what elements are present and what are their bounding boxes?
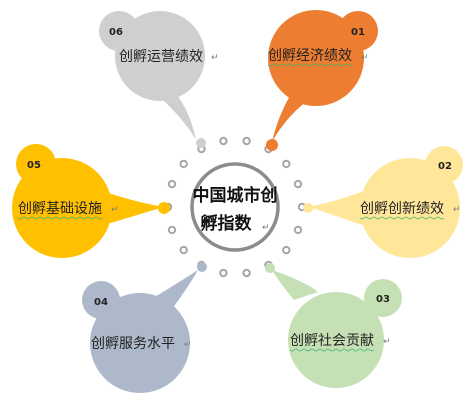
petal-infrastructure-badge xyxy=(16,144,56,184)
center-return-mark: ↵ xyxy=(262,223,270,233)
petal-economic-number: 01 xyxy=(351,27,365,38)
petal-innovation-badge xyxy=(425,146,463,184)
petal-infrastructure-spellcheck-underline xyxy=(17,216,103,220)
petal-infrastructure-tail xyxy=(100,190,164,226)
petal-service-bubble xyxy=(90,293,190,393)
petal-economic-return-mark: ↵ xyxy=(361,53,369,63)
petal-service-badge xyxy=(82,281,120,319)
petal-infrastructure-return-mark: ↵ xyxy=(111,205,119,215)
petal-social-tip-dot xyxy=(265,263,275,273)
center-circle xyxy=(190,162,280,252)
petal-social-spellcheck-underline xyxy=(289,348,375,352)
ring-dot xyxy=(242,136,251,146)
ring-dot xyxy=(219,136,228,146)
petal-operations-tip-dot xyxy=(196,138,206,148)
petal-innovation-return-mark: ↵ xyxy=(453,205,461,215)
petal-innovation-spellcheck-underline xyxy=(359,216,445,220)
petal-infrastructure: 05 创孵基础设施 ↵ xyxy=(12,144,170,258)
petal-infrastructure-label: 创孵基础设施 xyxy=(18,200,102,217)
ring-dot xyxy=(179,159,188,169)
petal-innovation-tip-dot xyxy=(303,203,313,213)
petal-social: 03 创孵社会贡献 ↵ xyxy=(265,263,402,388)
petal-innovation-label: 创孵创新绩效 xyxy=(360,201,444,217)
ring-dot xyxy=(179,245,188,255)
petal-operations-return-mark: ↵ xyxy=(211,53,219,63)
ring-dot xyxy=(242,268,251,278)
petal-economic-badge xyxy=(338,11,378,51)
petal-service-return-mark: ↵ xyxy=(184,340,192,350)
petal-social-return-mark: ↵ xyxy=(383,337,391,347)
petal-service-number: 04 xyxy=(94,297,108,308)
petal-operations-label: 创孵运营绩效 xyxy=(119,49,203,65)
petal-economic-label: 创孵经济绩效 xyxy=(268,48,352,64)
ring-dot xyxy=(293,225,303,235)
center-title-line2: 孵指数 xyxy=(201,213,253,234)
petal-social-badge xyxy=(364,279,402,317)
ring-dot xyxy=(282,159,291,169)
petal-innovation-number: 02 xyxy=(438,161,452,172)
petal-social-bubble xyxy=(288,292,384,388)
ring-dot xyxy=(167,225,177,235)
petal-service: 04 创孵服务水平 ↵ xyxy=(82,262,207,393)
petal-social-number: 03 xyxy=(376,294,390,305)
petal-economic-spellcheck-underline xyxy=(267,63,353,67)
petal-operations: 06 创孵运营绩效 ↵ xyxy=(99,11,219,148)
center-title-line1: 中国城市创 xyxy=(193,185,278,206)
petal-social-label: 创孵社会贡献 xyxy=(290,333,374,349)
petal-innovation-tail xyxy=(308,190,366,226)
petal-operations-number: 06 xyxy=(109,27,123,38)
petal-innovation: 02 创孵创新绩效 ↵ xyxy=(303,146,463,258)
petal-infrastructure-number: 05 xyxy=(27,160,41,171)
ring-dot xyxy=(293,179,303,189)
petal-economic: 01 创孵经济绩效 ↵ xyxy=(266,10,378,151)
ring-dot xyxy=(219,268,228,278)
ring-dot xyxy=(282,245,291,255)
petal-operations-badge xyxy=(99,11,139,51)
petal-economic-tip-dot xyxy=(266,139,278,151)
petal-social-tail xyxy=(272,270,318,300)
ring-dot xyxy=(167,179,177,189)
petal-service-tip-dot xyxy=(197,262,207,272)
petal-service-label: 创孵服务水平 xyxy=(91,336,175,352)
petal-infrastructure-tip-dot xyxy=(158,202,170,214)
petal-innovation-bubble xyxy=(360,158,460,258)
